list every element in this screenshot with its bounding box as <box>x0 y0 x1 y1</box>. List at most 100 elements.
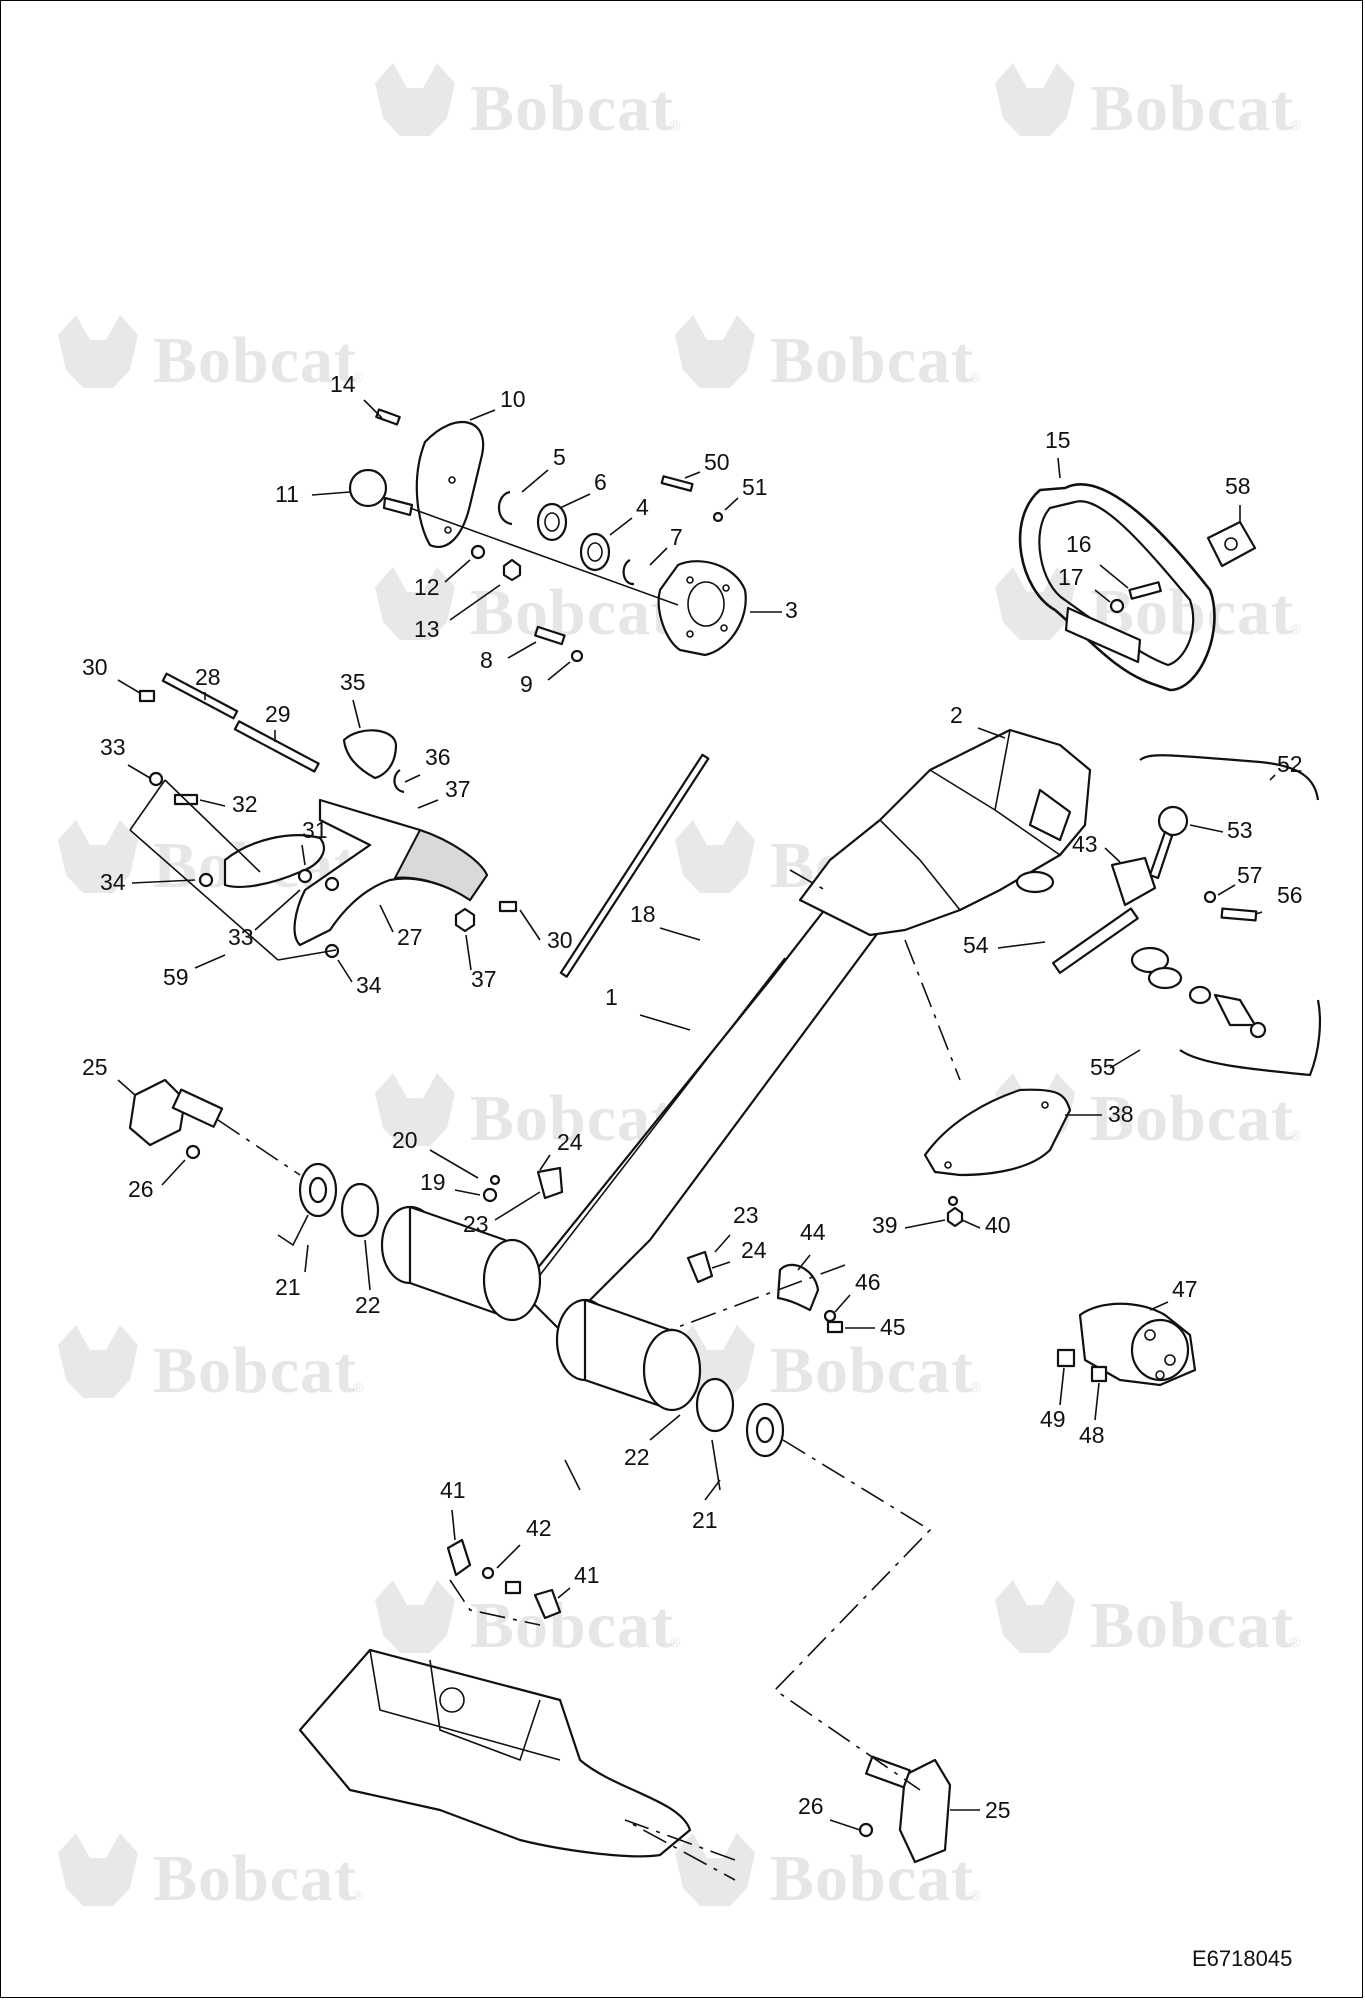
nut-37 <box>454 907 476 933</box>
bobcat-watermark: Bobcat® <box>375 1073 681 1155</box>
callout-25: 25 <box>82 1054 136 1096</box>
callout-42: 42 <box>496 1515 552 1569</box>
bobcat-logo-icon <box>58 315 138 388</box>
callout-number: 42 <box>526 1515 552 1541</box>
callout-leader-line <box>519 909 541 941</box>
callout-number: 26 <box>798 1793 824 1819</box>
callout-39: 39 <box>872 1212 946 1238</box>
callout-leader-line <box>1094 589 1111 603</box>
bobcat-logo-icon <box>675 315 755 388</box>
ring-7 <box>622 559 635 586</box>
bobcat-logo-icon <box>375 567 455 640</box>
callout-15: 15 <box>1045 427 1071 479</box>
callout-58: 58 <box>1225 473 1251 522</box>
callout-leader-line <box>194 954 226 969</box>
callout-leader-line <box>1109 1049 1141 1069</box>
callout-54: 54 <box>963 932 1046 958</box>
callout-leader-line <box>469 409 496 421</box>
callout-leader-line <box>451 1509 456 1541</box>
callout-29: 29 <box>265 701 291 742</box>
callout-leader-line <box>547 661 571 681</box>
rod-54 <box>1051 907 1139 974</box>
callout-32: 32 <box>199 791 258 817</box>
callout-number: 25 <box>985 1797 1011 1823</box>
callout-48: 48 <box>1079 1382 1105 1448</box>
callout-number: 33 <box>100 734 126 760</box>
cylinder-left <box>298 1162 542 1322</box>
callout-19: 19 <box>420 1169 481 1196</box>
bobcat-logo-icon <box>375 1580 455 1653</box>
callout-leader-line <box>199 799 226 807</box>
callout-number: 35 <box>340 669 366 695</box>
callout-23: 23 <box>463 1191 541 1237</box>
bolt-31 <box>297 868 313 884</box>
callout-number: 41 <box>440 1477 466 1503</box>
callout-number: 8 <box>480 647 493 673</box>
callout-leader-line <box>724 497 739 511</box>
callout-number: 48 <box>1079 1422 1105 1448</box>
callout-leader-line <box>997 941 1046 949</box>
callout-55: 55 <box>1090 1049 1141 1080</box>
watermark-text: Bobcat <box>1090 1082 1294 1155</box>
callout-leader-line <box>494 1191 541 1221</box>
washer-34 <box>198 872 214 888</box>
callout-leader-line <box>1057 457 1061 479</box>
callout-57: 57 <box>1217 862 1263 896</box>
callout-26: 26 <box>128 1159 186 1202</box>
bobcat-logo-icon <box>375 1073 455 1146</box>
callout-35: 35 <box>340 669 366 729</box>
callout-number: 23 <box>463 1211 489 1237</box>
callout-40: 40 <box>961 1212 1011 1238</box>
rod-18 <box>559 753 710 978</box>
callout-49: 49 <box>1040 1367 1066 1432</box>
clip-24 <box>536 1166 564 1200</box>
bobcat-logo-icon <box>375 63 455 136</box>
watermark-registered-mark: ® <box>970 369 981 385</box>
washer-12 <box>470 544 486 560</box>
callout-number: 7 <box>670 524 683 550</box>
snap-ring-5 <box>497 490 513 526</box>
callout-number: 21 <box>692 1507 718 1533</box>
callout-leader-line <box>117 679 141 694</box>
callout-number: 5 <box>553 444 566 470</box>
callout-number: 37 <box>445 776 471 802</box>
callout-number: 54 <box>963 932 989 958</box>
pin-plate-25 <box>128 1078 187 1147</box>
callout-number: 38 <box>1108 1101 1134 1127</box>
bobcat-logo-icon <box>995 63 1075 136</box>
callout-37: 37 <box>465 934 497 992</box>
grab-handle-assembly <box>1018 483 1257 692</box>
callout-34: 34 <box>337 959 382 998</box>
washer-46 <box>823 1309 837 1323</box>
callout-number: 32 <box>232 791 258 817</box>
callout-number: 46 <box>855 1269 881 1295</box>
frame <box>298 1648 692 1858</box>
callout-leader-line <box>829 1819 861 1831</box>
callout-31: 31 <box>301 817 328 866</box>
callout-number: 10 <box>500 386 526 412</box>
callout-number: 52 <box>1277 751 1303 777</box>
callout-leader-line <box>797 1254 811 1271</box>
callout-leader-line <box>379 904 394 933</box>
callout-leader-line <box>301 844 306 866</box>
callout-50: 50 <box>684 449 730 479</box>
callout-leader-line <box>449 584 501 621</box>
callout-number: 20 <box>392 1127 418 1153</box>
motor-47 <box>1056 1302 1197 1387</box>
callout-number: 43 <box>1072 831 1098 857</box>
plate-58 <box>1206 520 1257 568</box>
callout-number: 47 <box>1172 1276 1198 1302</box>
callout-22: 22 <box>355 1239 381 1318</box>
bushing-22b <box>695 1377 735 1433</box>
callout-leader-line <box>311 491 351 496</box>
callout-45: 45 <box>845 1314 906 1340</box>
bobcat-logo-icon <box>995 567 1075 640</box>
callout-number: 58 <box>1225 473 1251 499</box>
callout-leader-line <box>557 1587 571 1599</box>
callout-12: 12 <box>414 559 471 600</box>
bobcat-watermark: Bobcat® <box>375 567 681 649</box>
callout-28: 28 <box>195 664 221 700</box>
bolt-8 <box>534 625 566 646</box>
callout-3: 3 <box>750 597 798 623</box>
